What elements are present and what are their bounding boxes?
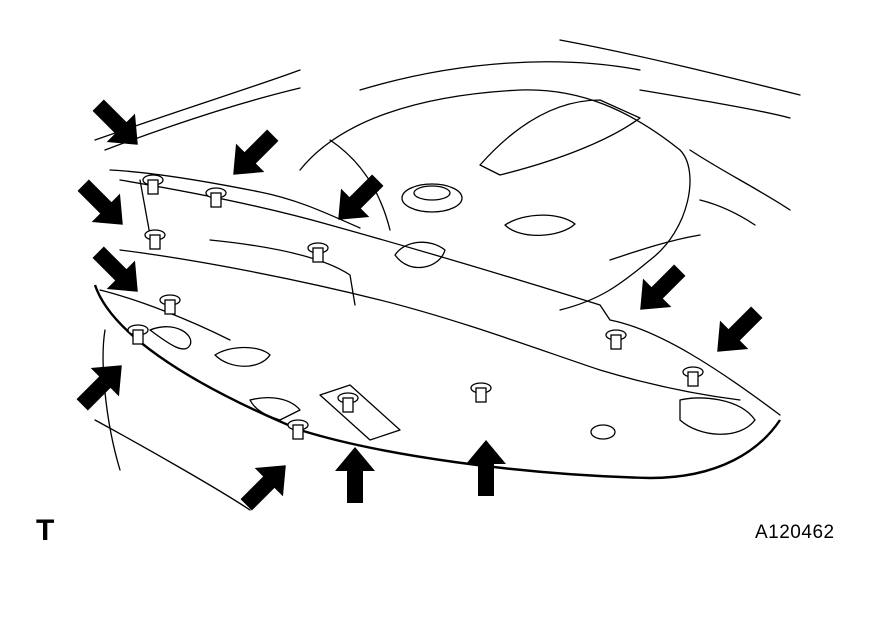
arrow-down-right: [92, 246, 138, 292]
arrow-up: [466, 440, 506, 496]
hood-outline: [94, 39, 801, 151]
clip: [142, 174, 164, 195]
clip: [470, 382, 492, 403]
view-letter: T: [36, 514, 55, 547]
clip: [127, 324, 149, 345]
clip: [205, 187, 227, 208]
arrow-down-left: [717, 306, 763, 352]
arrow-up-right: [240, 465, 286, 511]
arrow-down-right: [92, 99, 138, 145]
arrow-down-right: [77, 179, 123, 225]
clip: [590, 424, 616, 440]
arrow-down-left: [233, 129, 279, 175]
clip: [159, 294, 181, 315]
figure-id: A120462: [755, 522, 835, 543]
clip: [287, 419, 309, 440]
clip: [307, 242, 329, 263]
clip: [682, 366, 704, 387]
clip: [337, 392, 359, 413]
arrow-up: [335, 447, 375, 503]
cover-panel: [93, 169, 781, 511]
callout-arrows: [76, 99, 763, 511]
arrow-down-left: [338, 174, 384, 220]
clip: [605, 329, 627, 350]
engine-cover: [299, 89, 791, 311]
clips: [127, 174, 704, 440]
clip: [144, 229, 166, 250]
arrow-down-left: [640, 264, 686, 310]
arrow-up-right: [76, 365, 122, 411]
